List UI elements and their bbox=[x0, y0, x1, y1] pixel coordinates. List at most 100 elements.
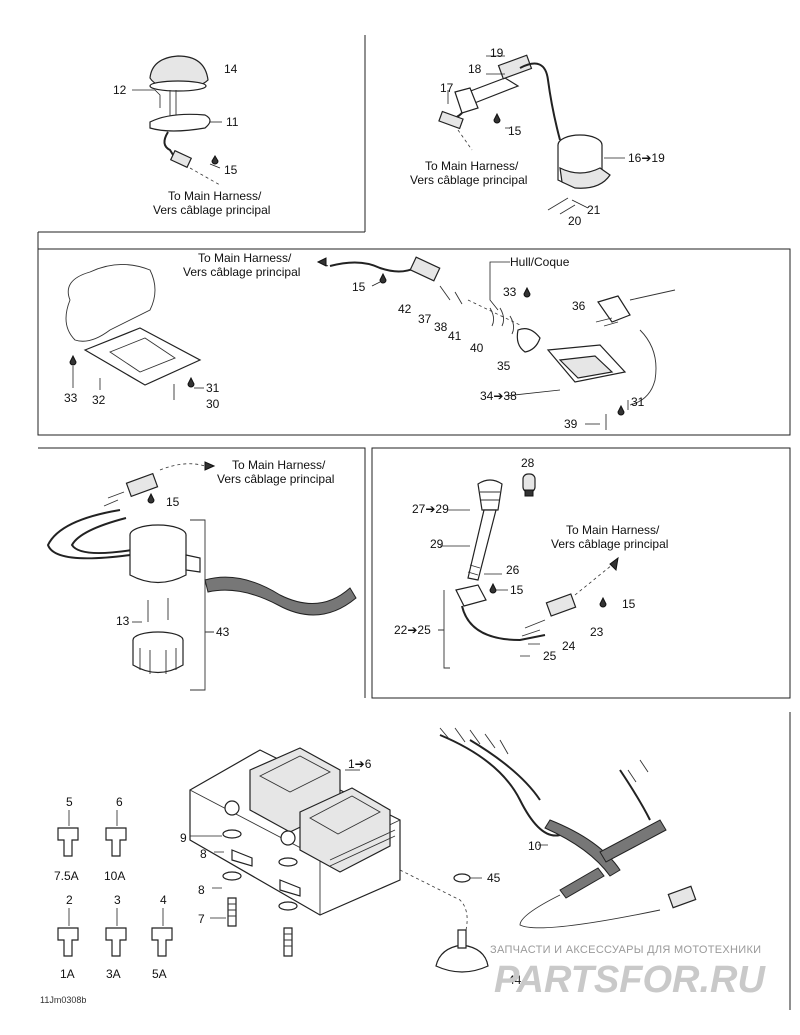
light-base bbox=[149, 113, 211, 132]
frame-right-panel bbox=[371, 447, 791, 699]
fuse-5-rating: 7.5A bbox=[54, 869, 79, 883]
label-9: 9 bbox=[180, 831, 187, 845]
fuse-box-assembly bbox=[189, 747, 401, 957]
label-8a: 8 bbox=[200, 847, 207, 861]
label-20: 20 bbox=[568, 214, 582, 228]
watermark-line-1: ЗАПЧАСТИ И АКСЕССУАРЫ ДЛЯ МОТОТЕХНИКИ bbox=[490, 944, 761, 956]
light-head bbox=[477, 479, 503, 511]
label-13: 13 bbox=[116, 614, 130, 628]
harness-branch-a bbox=[439, 734, 561, 837]
label-19: 19 bbox=[490, 46, 504, 60]
label-15a: 15 bbox=[224, 163, 238, 177]
harness-note-4-fr: Vers câblage principal bbox=[217, 472, 334, 486]
label-27-29: 27➔29 bbox=[412, 502, 449, 516]
label-25: 25 bbox=[543, 649, 557, 663]
fuse-icon-3 bbox=[105, 908, 127, 957]
bottom-labels: 1➔6 9 8 8 7 10 45 44 bbox=[180, 757, 542, 987]
label-15b: 15 bbox=[508, 124, 522, 138]
label-28: 28 bbox=[521, 456, 535, 470]
label-44: 44 bbox=[508, 973, 522, 987]
fuse-icon-4 bbox=[151, 908, 173, 957]
label-33b: 33 bbox=[64, 391, 78, 405]
watermark-line-2: PARTSFOR.RU bbox=[494, 959, 766, 1001]
connector-23 bbox=[545, 593, 577, 617]
label-1-6: 1➔6 bbox=[348, 757, 372, 771]
label-21: 21 bbox=[587, 203, 601, 217]
watermark: ЗАПЧАСТИ И АКСЕССУАРЫ ДЛЯ МОТОТЕХНИКИ PA… bbox=[490, 944, 766, 1001]
label-15e: 15 bbox=[510, 583, 524, 597]
harness-note-3-fr: Vers câblage principal bbox=[183, 265, 300, 279]
label-24: 24 bbox=[562, 639, 576, 653]
harness-note-2-en: To Main Harness/ bbox=[425, 159, 519, 173]
hull-cutout-outline bbox=[65, 264, 156, 342]
label-37: 37 bbox=[418, 312, 432, 326]
label-18: 18 bbox=[468, 62, 482, 76]
fuse-icon-5 bbox=[57, 810, 79, 857]
label-29: 29 bbox=[430, 537, 444, 551]
harness-note-2-fr: Vers câblage principal bbox=[410, 173, 527, 187]
frame-top-divider bbox=[37, 35, 366, 249]
light-pole-labels: 28 27➔29 29 26 15 15 22➔25 23 24 25 To M… bbox=[394, 456, 668, 663]
harness-sleeve-10 bbox=[544, 819, 621, 877]
label-39: 39 bbox=[564, 417, 578, 431]
harness-note-1-en: To Main Harness/ bbox=[168, 189, 262, 203]
fuse-2-rating: 1A bbox=[60, 967, 75, 981]
label-23: 23 bbox=[590, 625, 604, 639]
label-15c: 15 bbox=[352, 280, 366, 294]
fuse-2-number: 2 bbox=[66, 893, 73, 907]
label-15d: 15 bbox=[166, 495, 180, 509]
label-22-25: 22➔25 bbox=[394, 623, 431, 637]
connector-17 bbox=[438, 110, 464, 130]
label-40: 40 bbox=[470, 341, 484, 355]
fuse-4-rating: 5A bbox=[152, 967, 167, 981]
label-36: 36 bbox=[572, 299, 586, 313]
fuse-4-number: 4 bbox=[160, 893, 167, 907]
label-38: 38 bbox=[434, 320, 448, 334]
panel-frames bbox=[37, 35, 791, 1010]
bulb-28 bbox=[522, 473, 536, 493]
harness-assembly bbox=[399, 727, 697, 973]
label-16-19: 16➔19 bbox=[628, 151, 665, 165]
fuse-3-rating: 3A bbox=[106, 967, 121, 981]
harness-connector bbox=[667, 885, 697, 909]
pole-29 bbox=[467, 509, 497, 581]
bilge-pump-assembly bbox=[46, 461, 357, 691]
label-15f: 15 bbox=[622, 597, 636, 611]
dome-light-assembly bbox=[132, 55, 222, 186]
middle-panel-parts bbox=[65, 256, 676, 430]
label-33a: 33 bbox=[503, 285, 517, 299]
bilge-pump-labels: To Main Harness/ Vers câblage principal … bbox=[116, 458, 334, 639]
frame-middle-panel bbox=[37, 248, 791, 436]
harness-note-5-en: To Main Harness/ bbox=[566, 523, 660, 537]
label-42: 42 bbox=[398, 302, 412, 316]
fuse-icon-6 bbox=[105, 810, 127, 857]
mount-44 bbox=[435, 944, 489, 973]
label-43: 43 bbox=[216, 625, 230, 639]
middle-panel-labels: To Main Harness/ Vers câblage principal … bbox=[64, 251, 645, 431]
seal-35 bbox=[516, 328, 541, 353]
label-32: 32 bbox=[92, 393, 106, 407]
label-14: 14 bbox=[224, 62, 238, 76]
pump-connector bbox=[125, 472, 159, 498]
figure-code: 11Jm0308b bbox=[40, 995, 86, 1005]
harness-note-4-en: To Main Harness/ bbox=[232, 458, 326, 472]
dome-light-labels: 14 12 11 15 To Main Harness/ Vers câblag… bbox=[113, 62, 270, 217]
fuse-3-number: 3 bbox=[114, 893, 121, 907]
label-35: 35 bbox=[497, 359, 511, 373]
harness-note-1-fr: Vers câblage principal bbox=[153, 203, 270, 217]
harness-note-5-fr: Vers câblage principal bbox=[551, 537, 668, 551]
fuse-box-base bbox=[189, 749, 401, 916]
connector-42 bbox=[409, 256, 441, 282]
label-12: 12 bbox=[113, 83, 127, 97]
label-45: 45 bbox=[487, 871, 501, 885]
label-34-38: 34➔38 bbox=[480, 389, 517, 403]
fuse-5-number: 5 bbox=[66, 795, 73, 809]
label-31a: 31 bbox=[631, 395, 645, 409]
label-26: 26 bbox=[506, 563, 520, 577]
label-11: 11 bbox=[226, 115, 239, 129]
fuse-group: 5 6 2 3 4 7.5A 10A 1A 3A 5A bbox=[54, 795, 173, 981]
horn-switch-assembly bbox=[438, 54, 625, 215]
horn-switch-labels: 19 18 17 15 16➔19 21 20 To Main Harness/… bbox=[410, 46, 665, 228]
label-30: 30 bbox=[206, 397, 220, 411]
